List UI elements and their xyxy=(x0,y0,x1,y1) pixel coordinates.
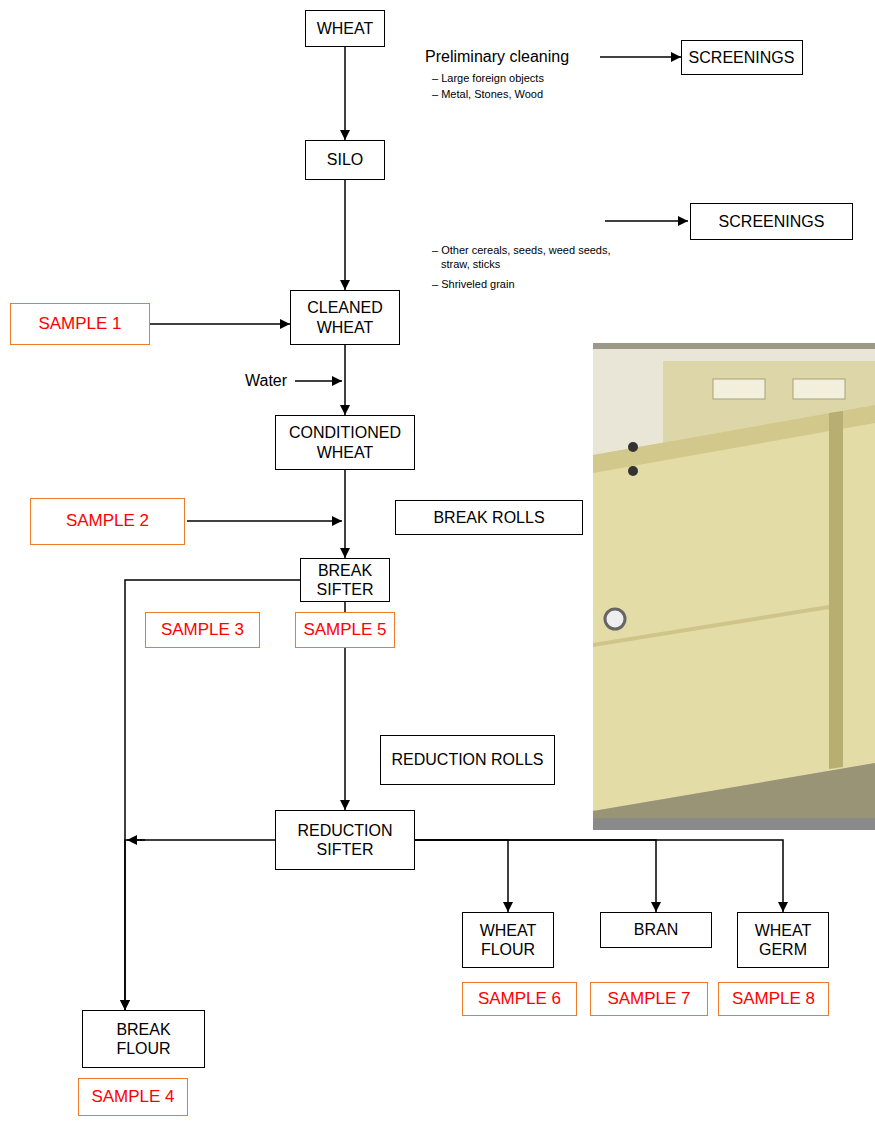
note-label: – Metal, Stones, Wood xyxy=(432,88,543,102)
box-label: BREAK FLOUR xyxy=(88,1020,199,1058)
process-box: REDUCTION ROLLS xyxy=(380,735,555,785)
box-label: BRAN xyxy=(606,920,706,939)
box-label: SCREENINGS xyxy=(687,48,797,67)
sample-box: SAMPLE 3 xyxy=(145,612,260,648)
box-label: SAMPLE 8 xyxy=(724,989,823,1009)
box-label: SAMPLE 4 xyxy=(84,1087,182,1107)
box-label: CONDITIONED WHEAT xyxy=(281,423,409,461)
box-label: WHEAT GERM xyxy=(743,921,823,959)
flow-arrow xyxy=(415,840,783,912)
process-box: CONDITIONED WHEAT xyxy=(275,415,415,470)
flow-arrow xyxy=(344,648,346,810)
process-box: BREAK SIFTER xyxy=(300,558,390,602)
sample-box: SAMPLE 7 xyxy=(590,982,708,1016)
note-label: Water xyxy=(245,371,287,391)
process-box: REDUCTION SIFTER xyxy=(275,810,415,870)
box-label: SILO xyxy=(311,150,379,169)
flow-arrow xyxy=(415,840,656,912)
box-label: WHEAT xyxy=(311,19,379,38)
sample-box: SAMPLE 1 xyxy=(10,303,150,345)
box-label: WHEAT FLOUR xyxy=(468,921,548,959)
flow-arrow xyxy=(125,580,300,1010)
box-label: REDUCTION ROLLS xyxy=(386,750,549,769)
flow-arrow xyxy=(125,840,275,1010)
process-box: BREAK ROLLS xyxy=(395,500,583,535)
box-label: REDUCTION SIFTER xyxy=(281,821,409,859)
process-box: WHEAT FLOUR xyxy=(462,912,554,968)
process-box: WHEAT GERM xyxy=(737,912,829,968)
flow-arrow xyxy=(344,180,346,290)
note-label: – Other cereals, seeds, weed seeds, stra… xyxy=(432,244,616,272)
process-box: CLEANED WHEAT xyxy=(290,290,400,345)
note-label: – Large foreign objects xyxy=(432,72,544,86)
process-box: SCREENINGS xyxy=(690,203,853,240)
process-box: WHEAT xyxy=(305,10,385,47)
screenings-arrow xyxy=(600,56,681,58)
process-box: SILO xyxy=(305,140,385,180)
flow-arrow xyxy=(150,323,290,325)
sample-arrow xyxy=(187,520,342,522)
box-label: SAMPLE 5 xyxy=(301,620,389,640)
note-label: Preliminary cleaning xyxy=(425,47,569,67)
screenings-arrow xyxy=(605,220,688,222)
flow-arrow xyxy=(344,345,346,415)
box-label: SAMPLE 7 xyxy=(596,989,702,1009)
sample-box: SAMPLE 4 xyxy=(78,1078,188,1116)
flow-arrow xyxy=(344,470,346,558)
mill-photo xyxy=(593,343,875,830)
flow-arrow xyxy=(344,602,346,612)
process-box: BRAN xyxy=(600,912,712,948)
process-box: SCREENINGS xyxy=(681,40,803,75)
note-label: – Shriveled grain xyxy=(432,278,515,292)
box-label: CLEANED WHEAT xyxy=(296,298,394,336)
box-label: SAMPLE 2 xyxy=(36,511,179,531)
sample-box: SAMPLE 6 xyxy=(462,982,577,1016)
box-label: SAMPLE 3 xyxy=(151,620,254,640)
box-label: BREAK ROLLS xyxy=(401,508,577,527)
water-arrow xyxy=(295,380,342,382)
sample-box: SAMPLE 8 xyxy=(718,982,829,1016)
flow-arrow xyxy=(344,47,346,140)
sample-box: SAMPLE 2 xyxy=(30,498,185,545)
flow-arrow xyxy=(415,840,508,912)
box-label: SAMPLE 6 xyxy=(468,989,571,1009)
box-label: SCREENINGS xyxy=(696,212,847,231)
box-label: SAMPLE 1 xyxy=(16,314,144,334)
process-box: BREAK FLOUR xyxy=(82,1010,205,1068)
sample-box: SAMPLE 5 xyxy=(295,612,395,648)
box-label: BREAK SIFTER xyxy=(306,561,384,599)
